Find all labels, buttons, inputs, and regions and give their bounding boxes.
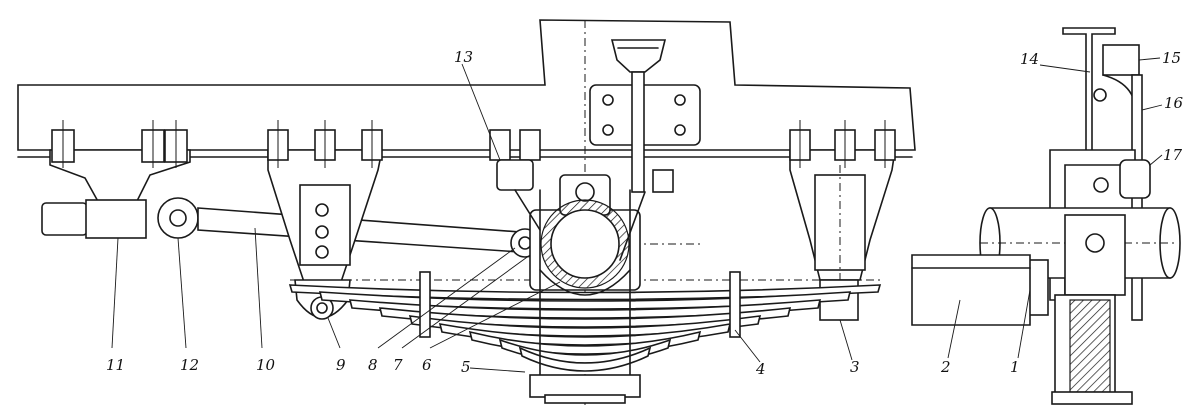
callout-5: 5	[461, 358, 471, 376]
end-view	[911, 27, 1181, 405]
callout-16: 16	[1164, 94, 1184, 112]
callout-3: 3	[850, 358, 860, 376]
callout-6: 6	[422, 356, 432, 374]
callout-13: 13	[454, 48, 473, 66]
side-view	[17, 19, 916, 405]
callout-1: 1	[1010, 358, 1020, 376]
leaf-spring-pack	[288, 271, 882, 372]
callout-2: 2	[940, 358, 951, 376]
callout-15: 15	[1162, 49, 1181, 67]
callout-8: 8	[368, 356, 378, 374]
callout-labels: 11 12 10 9 8 7 6 5 4 3 2 1 13 14 15 16 1…	[106, 48, 1184, 378]
axle-housing	[540, 199, 630, 289]
callout-10: 10	[256, 356, 276, 374]
stabilizer-link	[489, 129, 541, 231]
callout-9: 9	[336, 356, 346, 374]
spring-rear-bracket	[789, 120, 896, 321]
callout-11: 11	[106, 356, 125, 374]
callout-17: 17	[1163, 146, 1183, 164]
shock-absorber	[589, 39, 701, 261]
callout-14: 14	[1020, 50, 1039, 68]
callout-12: 12	[180, 356, 199, 374]
callout-7: 7	[393, 356, 403, 374]
front-rod-bracket	[49, 120, 191, 237]
callout-4: 4	[755, 360, 766, 378]
